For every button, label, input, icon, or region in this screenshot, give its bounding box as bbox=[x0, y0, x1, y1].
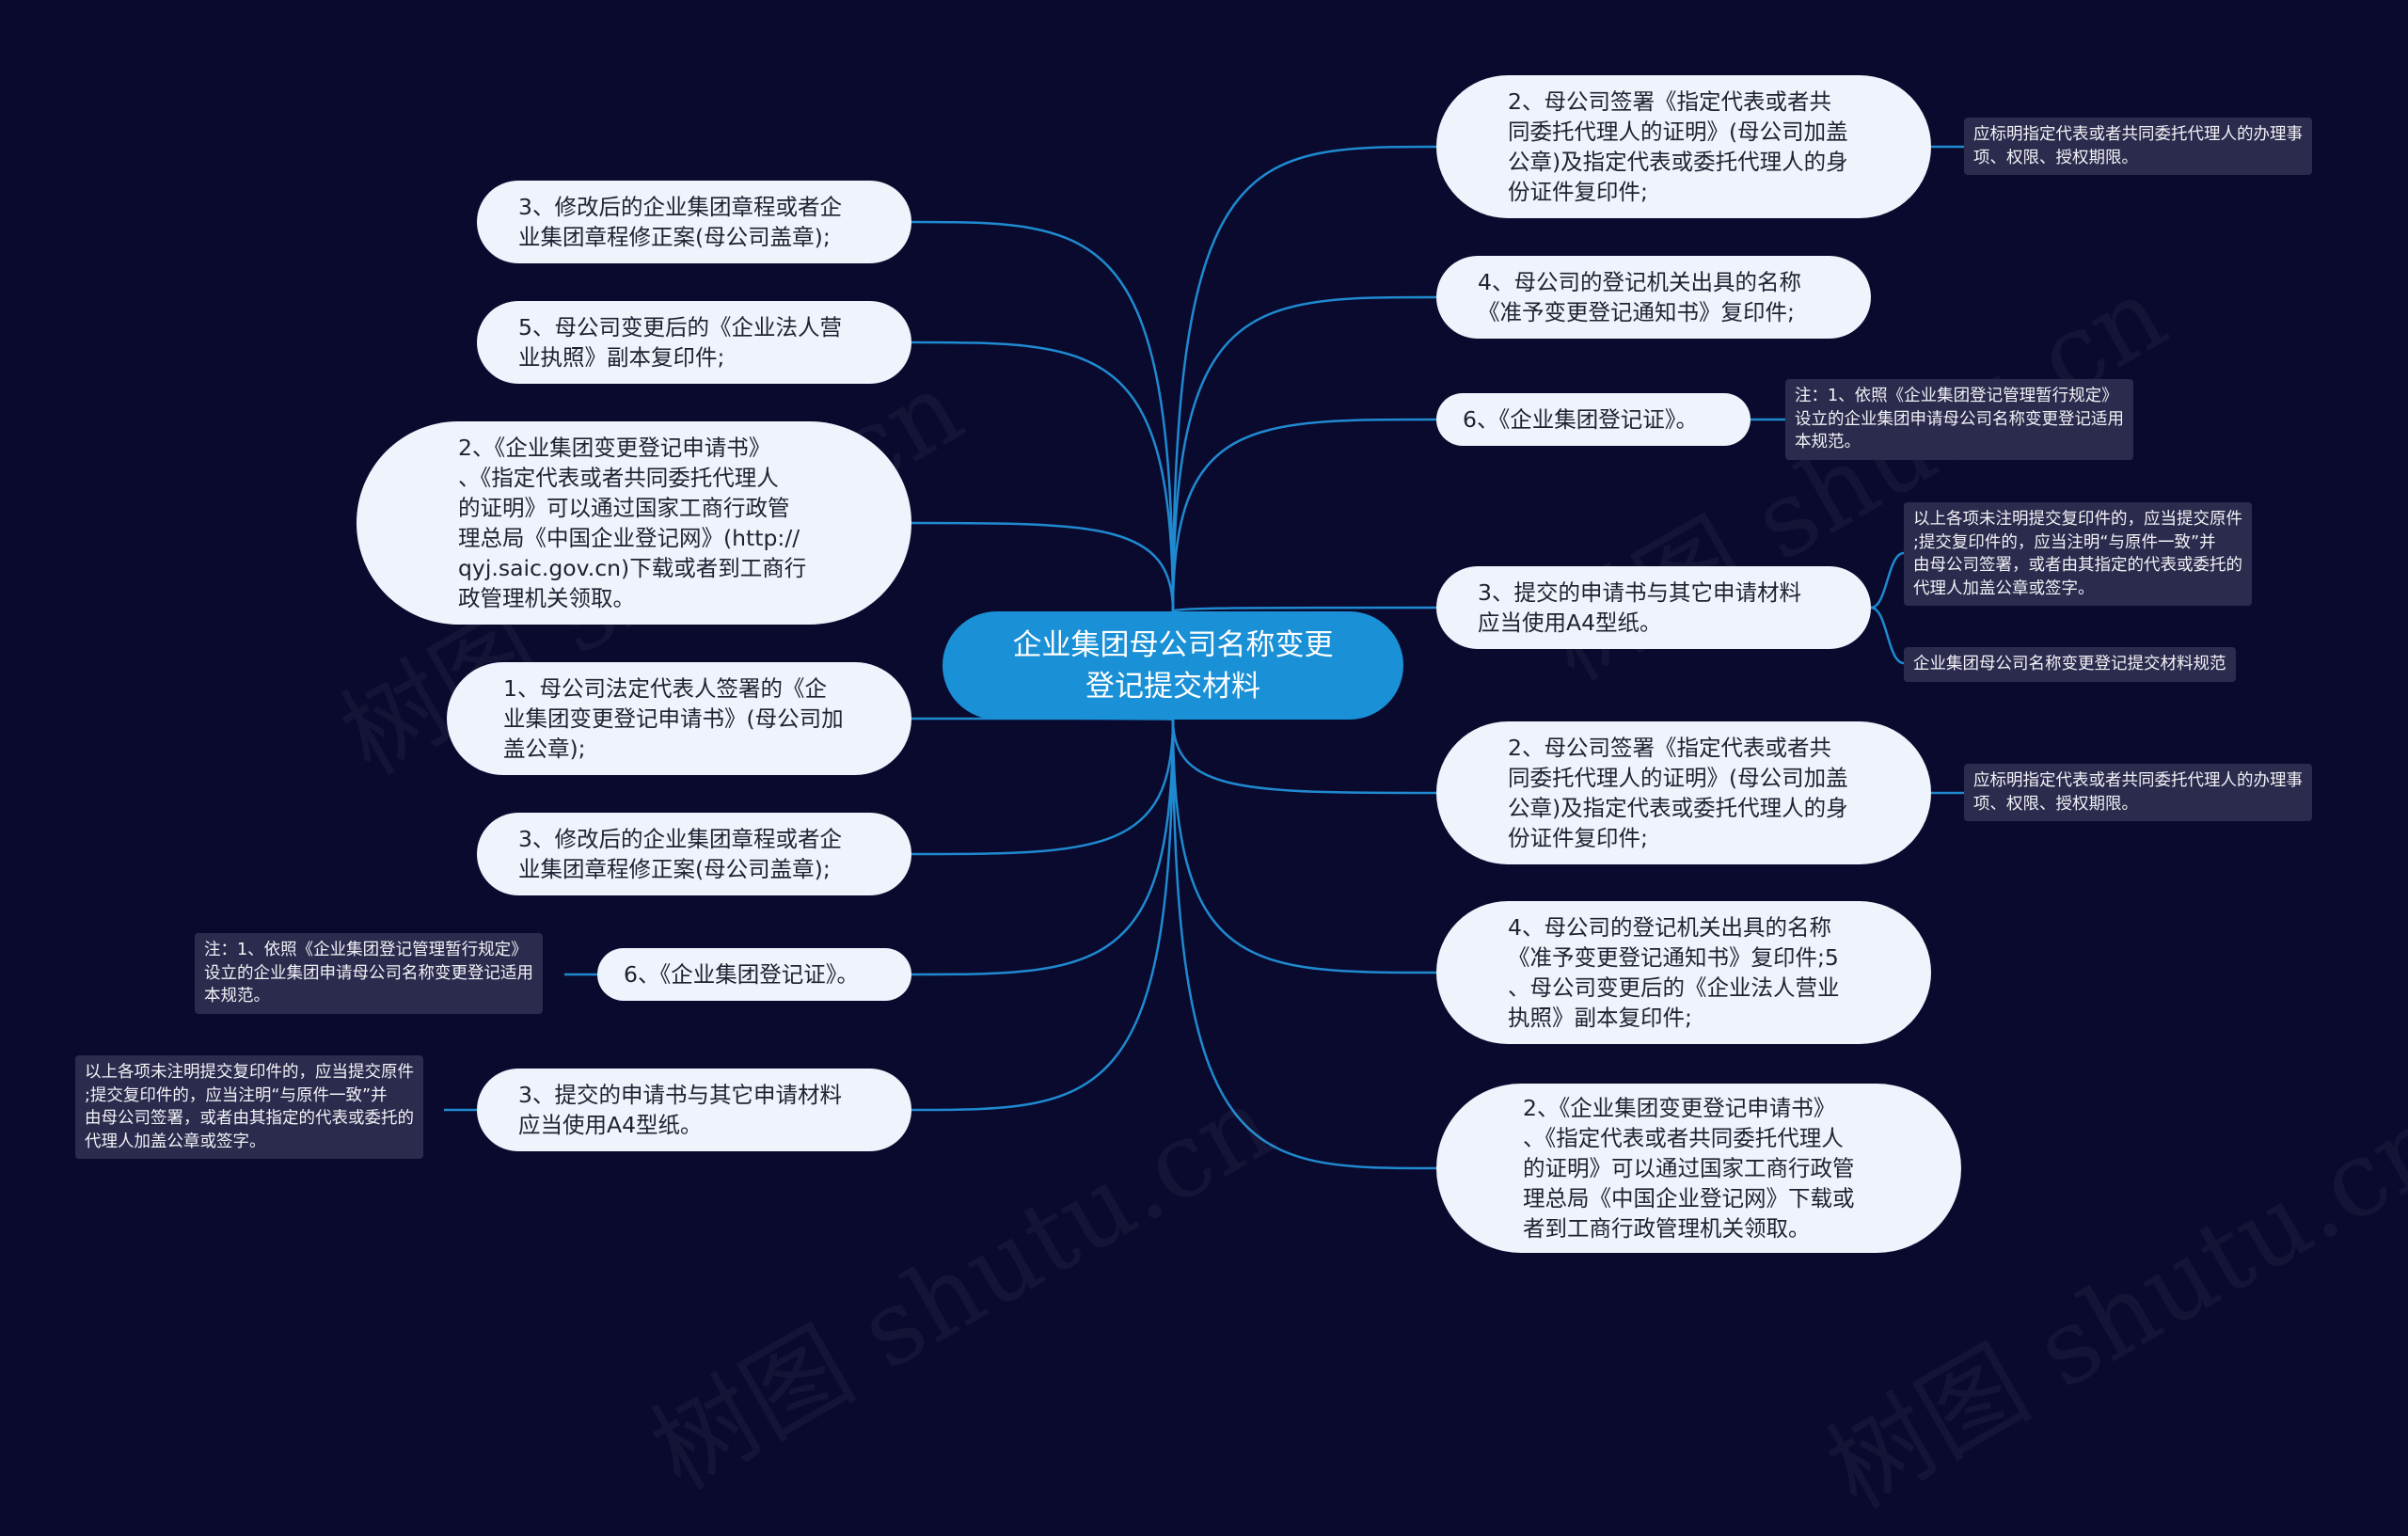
connector-right-3 bbox=[1171, 418, 1437, 612]
right-topic-7[interactable]: 2、《企业集团变更登记申请书》 、《指定代表或者共同委托代理人 的证明》可以通过… bbox=[1436, 1084, 1961, 1253]
right-topic-6[interactable]: 4、母公司的登记机关出具的名称 《准予变更登记通知书》复印件;5 、母公司变更后… bbox=[1436, 901, 1931, 1044]
connector-left-1 bbox=[911, 220, 1175, 612]
right-topic-1[interactable]: 2、母公司签署《指定代表或者共 同委托代理人的证明》(母公司加盖 公章)及指定代… bbox=[1436, 75, 1931, 218]
topic-line: 业集团章程修正案(母公司盖章); bbox=[518, 224, 831, 250]
topic-line: 2、母公司签署《指定代表或者共 bbox=[1508, 88, 1831, 115]
right-topic-3[interactable]: 6、《企业集团登记证》。 bbox=[1436, 393, 1751, 446]
left-topic-5[interactable]: 3、修改后的企业集团章程或者企 业集团章程修正案(母公司盖章); bbox=[477, 813, 911, 895]
topic-line: 6、《企业集团登记证》。 bbox=[624, 961, 859, 988]
topic-line: 4、母公司的登记机关出具的名称 bbox=[1478, 269, 1801, 295]
topic-line: 的证明》可以通过国家工商行政管 bbox=[458, 495, 790, 521]
note-line: 本规范。 bbox=[204, 987, 270, 1006]
note-line: 应标明指定代表或者共同委托代理人的办理事 bbox=[1973, 771, 2303, 790]
topic-line: 4、母公司的登记机关出具的名称 bbox=[1508, 914, 1831, 941]
topic-line: 、《指定代表或者共同委托代理人 bbox=[458, 465, 779, 491]
connector-note-right-4b bbox=[1870, 606, 1905, 665]
connector-left-6 bbox=[911, 719, 1175, 976]
left-topic-2[interactable]: 5、母公司变更后的《企业法人营 业执照》副本复印件; bbox=[477, 301, 911, 384]
topic-line: 盖公章); bbox=[503, 736, 586, 762]
left-topic-4[interactable]: 1、母公司法定代表人签署的《企 业集团变更登记申请书》(母公司加 盖公章); bbox=[447, 662, 911, 775]
connector-right-4 bbox=[1171, 606, 1437, 613]
left-topic-1[interactable]: 3、修改后的企业集团章程或者企 业集团章程修正案(母公司盖章); bbox=[477, 181, 911, 263]
note-line: 项、权限、授权期限。 bbox=[1973, 794, 2138, 814]
topic-line: 《准予变更登记通知书》复印件;5 bbox=[1508, 944, 1839, 971]
topic-line: 3、提交的申请书与其它申请材料 bbox=[1478, 579, 1801, 606]
root-topic[interactable]: 企业集团母公司名称变更 登记提交材料 bbox=[943, 611, 1403, 720]
note-line: 以上各项未注明提交复印件的，应当提交原件 bbox=[1913, 510, 2242, 529]
note-line: ;提交复印件的，应当注明“与原件一致”并 bbox=[1913, 532, 2216, 552]
note-right-4a: 以上各项未注明提交复印件的，应当提交原件 ;提交复印件的，应当注明“与原件一致”… bbox=[1904, 502, 2252, 606]
note-line: 企业集团母公司名称变更登记提交材料规范 bbox=[1913, 655, 2226, 673]
note-right-1: 应标明指定代表或者共同委托代理人的办理事 项、权限、授权期限。 bbox=[1964, 118, 2312, 175]
connector-left-7 bbox=[911, 719, 1175, 1112]
note-line: 注：1、依照《企业集团登记管理暂行规定》 bbox=[204, 941, 528, 959]
topic-line: 政管理机关领取。 bbox=[458, 585, 635, 611]
topic-line: 6、《企业集团登记证》。 bbox=[1463, 406, 1698, 433]
note-line: 由母公司签署，或者由其指定的代表或委托的 bbox=[1913, 556, 2242, 575]
topic-line: 公章)及指定代表或委托代理人的身 bbox=[1508, 795, 1848, 821]
connector-left-3 bbox=[911, 521, 1175, 612]
topic-line: 份证件复印件; bbox=[1508, 179, 1648, 205]
topic-line: 应当使用A4型纸。 bbox=[1478, 610, 1662, 636]
mind-map-canvas: 树图 shutu.cn 树图 shutu.cn 树图 shutu.cn 树图 s… bbox=[75, 75, 2408, 1531]
topic-line: 2、《企业集团变更登记申请书》 bbox=[458, 435, 771, 461]
note-line: 设立的企业集团申请母公司名称变更登记适用 bbox=[204, 963, 533, 983]
topic-line: 应当使用A4型纸。 bbox=[518, 1112, 703, 1138]
note-line: 设立的企业集团申请母公司名称变更登记适用 bbox=[1795, 409, 2124, 429]
note-right-3: 注：1、依照《企业集团登记管理暂行规定》 设立的企业集团申请母公司名称变更登记适… bbox=[1785, 379, 2133, 460]
topic-line: 1、母公司法定代表人签署的《企 bbox=[503, 675, 827, 702]
connector-left-5 bbox=[911, 719, 1175, 856]
topic-line: 的证明》可以通过国家工商行政管 bbox=[1523, 1155, 1855, 1181]
topic-line: 执照》副本复印件; bbox=[1508, 1005, 1692, 1031]
right-topic-2[interactable]: 4、母公司的登记机关出具的名称 《准予变更登记通知书》复印件; bbox=[1436, 256, 1871, 339]
topic-line: 2、《企业集团变更登记申请书》 bbox=[1523, 1095, 1836, 1121]
topic-line: 5、母公司变更后的《企业法人营 bbox=[518, 314, 842, 340]
topic-line: 份证件复印件; bbox=[1508, 825, 1648, 851]
connector-right-7 bbox=[1171, 719, 1437, 1170]
topic-line: 3、提交的申请书与其它申请材料 bbox=[518, 1082, 842, 1108]
note-line: 以上各项未注明提交复印件的，应当提交原件 bbox=[85, 1063, 414, 1082]
connector-note-right-4a bbox=[1870, 551, 1905, 610]
topic-line: 理总局《中国企业登记网》下载或 bbox=[1523, 1185, 1855, 1211]
topic-line: 业集团章程修正案(母公司盖章); bbox=[518, 856, 831, 882]
note-line: 由母公司签署，或者由其指定的代表或委托的 bbox=[85, 1109, 414, 1128]
topic-line: 、母公司变更后的《企业法人营业 bbox=[1508, 974, 1840, 1001]
topic-line: 《准予变更登记通知书》复印件; bbox=[1478, 299, 1795, 325]
note-line: 注：1、依照《企业集团登记管理暂行规定》 bbox=[1795, 387, 2118, 405]
connector-right-2 bbox=[1171, 295, 1437, 612]
left-topic-3[interactable]: 2、《企业集团变更登记申请书》 、《指定代表或者共同委托代理人 的证明》可以通过… bbox=[356, 421, 911, 625]
topic-line: 2、母公司签署《指定代表或者共 bbox=[1508, 735, 1831, 761]
connector-right-1 bbox=[1171, 145, 1437, 612]
note-line: 应标明指定代表或者共同委托代理人的办理事 bbox=[1973, 125, 2303, 144]
note-line: 本规范。 bbox=[1795, 433, 1861, 451]
topic-line: 业执照》副本复印件; bbox=[518, 344, 725, 371]
note-line: 代理人加盖公章或签字。 bbox=[85, 1132, 266, 1151]
topic-line: 3、修改后的企业集团章程或者企 bbox=[518, 194, 842, 220]
note-line: 项、权限、授权期限。 bbox=[1973, 148, 2138, 167]
note-line: ;提交复印件的，应当注明“与原件一致”并 bbox=[85, 1085, 388, 1105]
right-topic-5[interactable]: 2、母公司签署《指定代表或者共 同委托代理人的证明》(母公司加盖 公章)及指定代… bbox=[1436, 721, 1931, 864]
connector-right-5 bbox=[1171, 719, 1437, 795]
topic-line: 、《指定代表或者共同委托代理人 bbox=[1523, 1125, 1844, 1151]
topic-line: 公章)及指定代表或委托代理人的身 bbox=[1508, 149, 1848, 175]
left-topic-6[interactable]: 6、《企业集团登记证》。 bbox=[597, 948, 911, 1001]
topic-line: qyj.saic.gov.cn)下载或者到工商行 bbox=[458, 555, 807, 581]
connector-left-2 bbox=[911, 340, 1175, 612]
connector-right-6 bbox=[1171, 719, 1437, 974]
note-line: 代理人加盖公章或签字。 bbox=[1913, 578, 2095, 598]
topic-line: 同委托代理人的证明》(母公司加盖 bbox=[1508, 119, 1848, 145]
note-right-4b: 企业集团母公司名称变更登记提交材料规范 bbox=[1904, 647, 2236, 682]
left-topic-7[interactable]: 3、提交的申请书与其它申请材料 应当使用A4型纸。 bbox=[477, 1069, 911, 1151]
note-right-5: 应标明指定代表或者共同委托代理人的办理事 项、权限、授权期限。 bbox=[1964, 764, 2312, 821]
root-topic-line: 企业集团母公司名称变更 bbox=[1012, 627, 1334, 662]
root-topic-line: 登记提交材料 bbox=[1085, 669, 1260, 704]
right-topic-4[interactable]: 3、提交的申请书与其它申请材料 应当使用A4型纸。 bbox=[1436, 566, 1871, 649]
topic-line: 同委托代理人的证明》(母公司加盖 bbox=[1508, 765, 1848, 791]
note-left-7: 以上各项未注明提交复印件的，应当提交原件 ;提交复印件的，应当注明“与原件一致”… bbox=[75, 1055, 423, 1159]
topic-line: 3、修改后的企业集团章程或者企 bbox=[518, 826, 842, 852]
topic-line: 业集团变更登记申请书》(母公司加 bbox=[503, 705, 844, 732]
topic-line: 者到工商行政管理机关领取。 bbox=[1523, 1215, 1811, 1242]
topic-line: 理总局《中国企业登记网》(http:// bbox=[458, 525, 800, 551]
note-left-6: 注：1、依照《企业集团登记管理暂行规定》 设立的企业集团申请母公司名称变更登记适… bbox=[195, 933, 543, 1014]
